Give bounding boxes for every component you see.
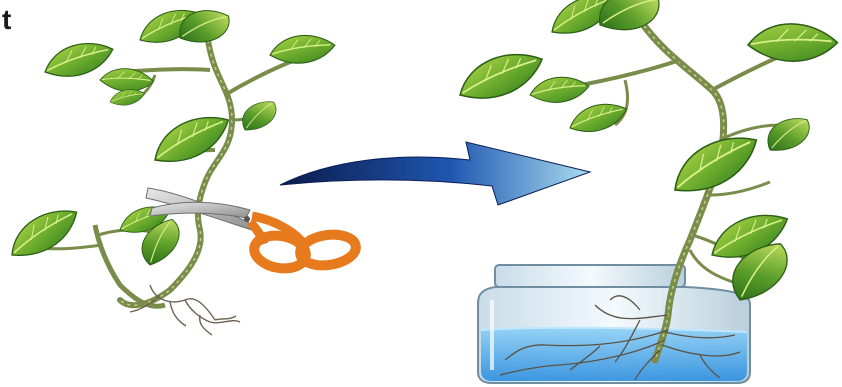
- right-arrow-icon: [280, 142, 590, 205]
- left-plant: [3, 6, 336, 335]
- water-jar: [478, 265, 750, 383]
- left-roots: [130, 285, 240, 335]
